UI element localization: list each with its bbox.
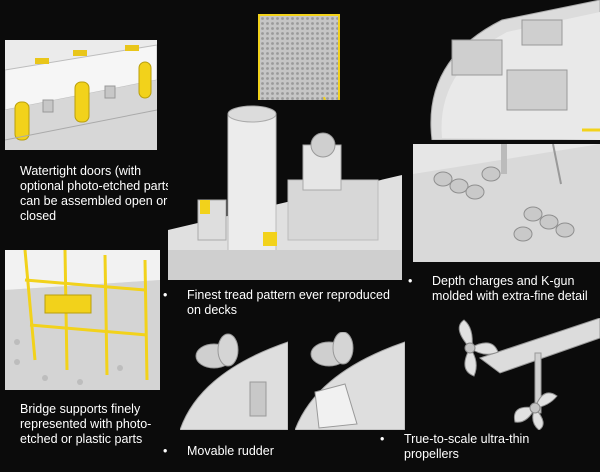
caption-watertight-doors: •Watertight doors (with optional photo-e…: [0, 164, 180, 224]
caption-movable-rudder: •Movable rudder: [163, 444, 274, 458]
rudder-image-closed: [180, 332, 288, 430]
bullet-dot-icon: •: [163, 288, 168, 302]
bullet-dot-icon: •: [0, 402, 20, 417]
caption-bridge-supports: •Bridge supports finely represented with…: [0, 402, 185, 447]
bridge-supports-image: [5, 250, 160, 390]
caption-propellers: •True-to-scale ultra-thin propellers: [380, 432, 530, 461]
bullet-dot-icon: •: [163, 444, 168, 458]
superstructure-image: [168, 100, 402, 280]
depth-charges-image: [413, 144, 600, 262]
caption-depth-charges: •Depth charges and K-gun molded with ext…: [408, 274, 588, 303]
bullet-dot-icon: •: [408, 274, 413, 288]
bullet-dot-icon: •: [380, 432, 385, 446]
tread-pattern-inset: [258, 14, 340, 102]
propellers-image: [440, 318, 600, 430]
watertight-doors-image: [5, 40, 157, 150]
bullet-dot-icon: •: [0, 164, 20, 179]
deck-fittings-image: [412, 0, 600, 140]
caption-tread-pattern: •Finest tread pattern ever reproduced on…: [163, 288, 390, 317]
rudder-image-turned: [295, 332, 405, 430]
